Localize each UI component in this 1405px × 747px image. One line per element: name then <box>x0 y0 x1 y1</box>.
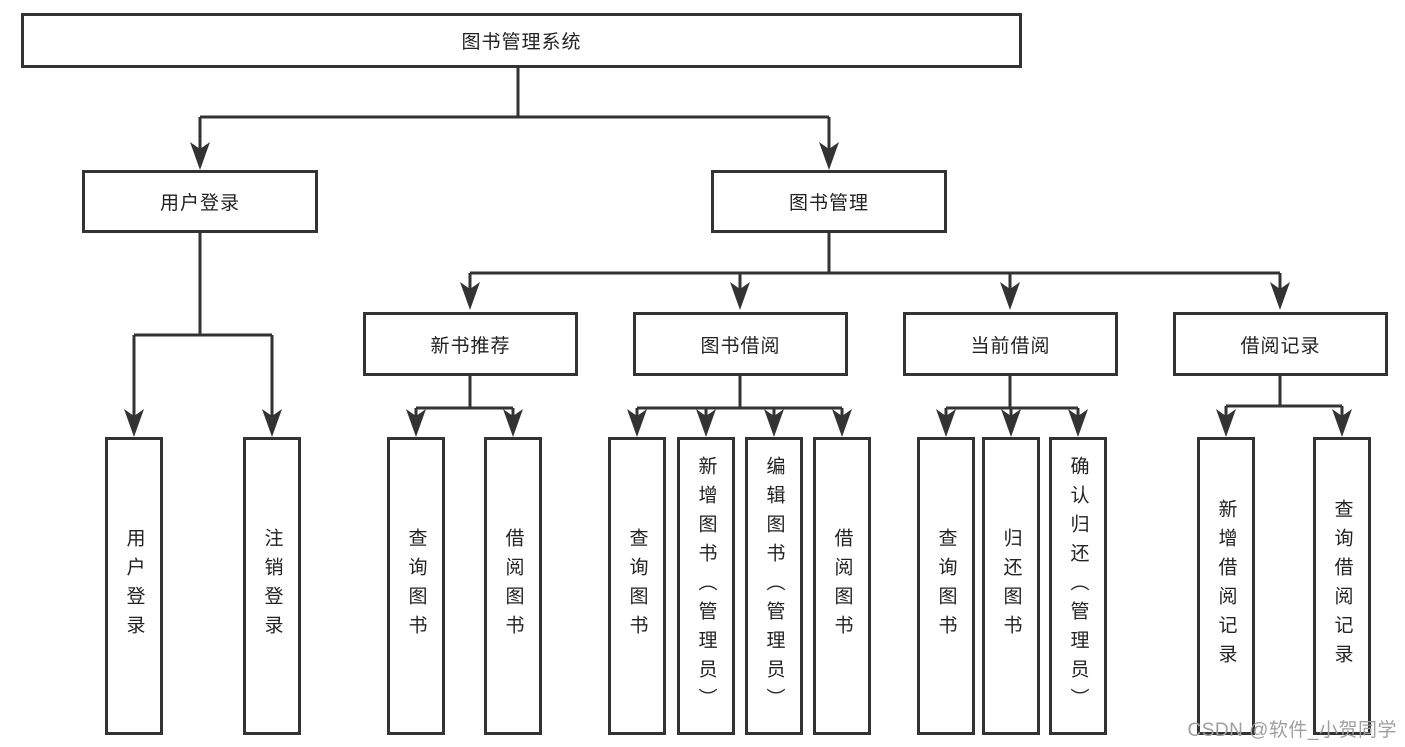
node-library-management-system: 图书管理系统 <box>21 13 1022 68</box>
node-new-book-recommendation: 新书推荐 <box>363 312 578 376</box>
node-current-borrowing: 当前借阅 <box>903 312 1118 376</box>
node-label: 注销登录 <box>261 528 283 644</box>
leaf-logout: 注销登录 <box>243 437 301 735</box>
node-label: 新增借阅记录 <box>1215 499 1237 673</box>
node-book-management: 图书管理 <box>711 170 947 233</box>
node-label: 用户登录 <box>123 528 145 644</box>
leaf-borrow-books-recommend: 借阅图书 <box>484 437 542 735</box>
node-label: 新书推荐 <box>430 335 511 357</box>
node-user-login: 用户登录 <box>82 170 318 233</box>
node-book-borrowing: 图书借阅 <box>633 312 848 376</box>
node-label: 借阅图书 <box>502 528 524 644</box>
node-label: 借阅图书 <box>831 528 853 644</box>
leaf-user-login: 用户登录 <box>105 437 163 735</box>
csdn-watermark: CSDN @软件_小贺同学 <box>1187 720 1397 741</box>
leaf-return-books: 归还图书 <box>982 437 1040 735</box>
node-label: 查询图书 <box>935 528 957 644</box>
leaf-query-borrow-record: 查询借阅记录 <box>1313 437 1371 735</box>
node-label: 查询图书 <box>626 528 648 644</box>
node-label: 编辑图书（管理员） <box>763 455 785 717</box>
node-label: 归还图书 <box>1000 528 1022 644</box>
leaf-borrow-books-borrowing: 借阅图书 <box>813 437 871 735</box>
node-label: 当前借阅 <box>970 335 1051 357</box>
node-borrowing-records: 借阅记录 <box>1173 312 1388 376</box>
leaf-confirm-return-admin: 确认归还（管理员） <box>1049 437 1107 735</box>
node-label: 确认归还（管理员） <box>1067 455 1089 717</box>
node-label: 图书管理系统 <box>461 32 582 53</box>
leaf-query-books-borrowing: 查询图书 <box>608 437 666 735</box>
node-label: 借阅记录 <box>1240 335 1321 357</box>
leaf-query-books-recommend: 查询图书 <box>387 437 445 735</box>
node-label: 查询图书 <box>405 528 427 644</box>
leaf-query-books-current: 查询图书 <box>917 437 975 735</box>
leaf-edit-book-admin: 编辑图书（管理员） <box>745 437 803 735</box>
leaf-add-borrow-record: 新增借阅记录 <box>1197 437 1255 735</box>
leaf-add-book-admin: 新增图书（管理员） <box>677 437 735 735</box>
node-label: 图书借阅 <box>700 335 781 357</box>
node-label: 图书管理 <box>788 193 869 214</box>
node-label: 查询借阅记录 <box>1331 499 1353 673</box>
node-label: 用户登录 <box>159 193 240 214</box>
node-label: 新增图书（管理员） <box>695 455 717 717</box>
